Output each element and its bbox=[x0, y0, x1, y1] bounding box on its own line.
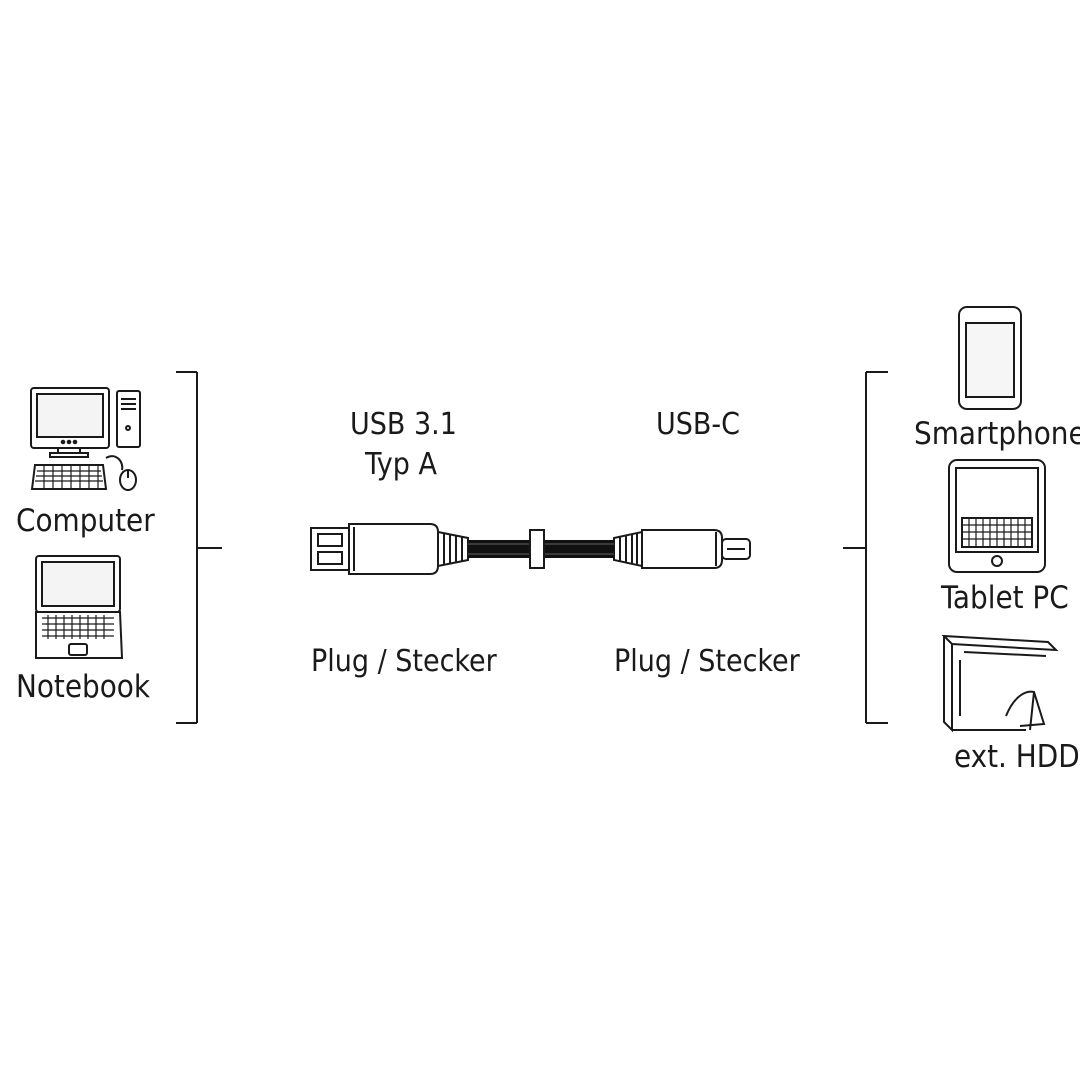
desktop-computer-icon bbox=[30, 387, 141, 491]
notebook-label: Notebook bbox=[16, 669, 150, 705]
smartphone-icon bbox=[958, 306, 1022, 410]
tablet-icon bbox=[948, 459, 1046, 573]
usb-c-plug-type: Plug / Stecker bbox=[614, 644, 800, 679]
usb-a-name-line1: USB 3.1 bbox=[350, 407, 457, 442]
left-bracket bbox=[176, 371, 222, 724]
notebook-icon bbox=[35, 555, 124, 659]
external-hdd-icon bbox=[941, 634, 1059, 733]
usb-a-plug-icon bbox=[310, 523, 469, 575]
usb-a-name-line2: Typ A bbox=[365, 447, 437, 482]
cable bbox=[468, 529, 614, 569]
tablet-label: Tablet PC bbox=[941, 580, 1069, 616]
usb-a-plug-type: Plug / Stecker bbox=[311, 644, 497, 679]
computer-label: Computer bbox=[16, 503, 155, 539]
right-bracket bbox=[843, 371, 888, 724]
smartphone-label: Smartphone bbox=[914, 416, 1080, 452]
usb-c-plug-icon bbox=[613, 529, 751, 569]
hdd-label: ext. HDD bbox=[954, 739, 1080, 775]
usb-c-name: USB-C bbox=[656, 407, 741, 442]
